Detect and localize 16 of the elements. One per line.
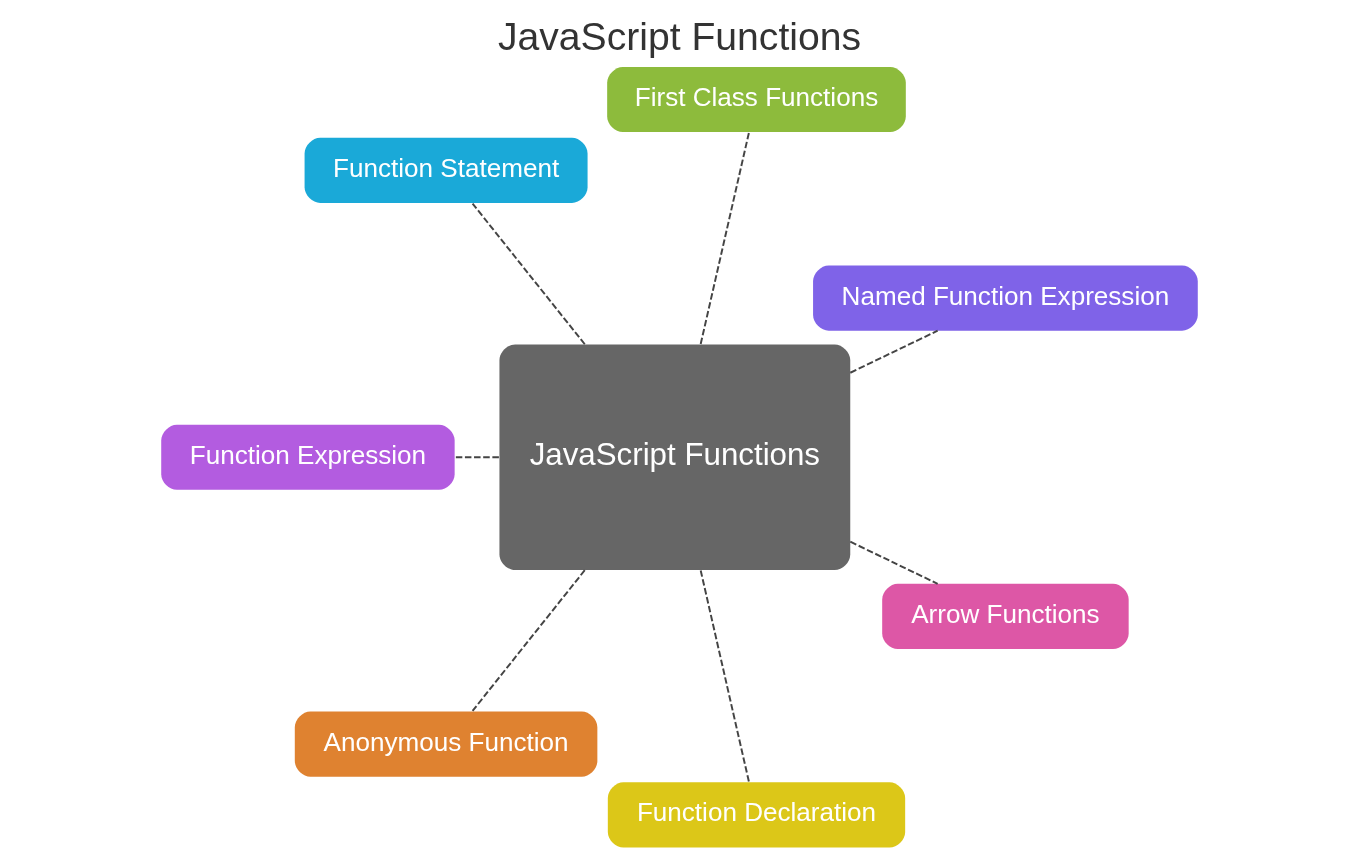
connector bbox=[699, 569, 750, 784]
node-box: Named Function Expression bbox=[812, 265, 1198, 331]
connector bbox=[848, 540, 939, 585]
node-box: JavaScript Functions bbox=[498, 344, 850, 571]
connector bbox=[453, 456, 500, 459]
connector bbox=[471, 202, 586, 346]
node-box: Function Statement bbox=[304, 137, 588, 203]
node-box: Anonymous Function bbox=[294, 711, 597, 777]
connector bbox=[471, 569, 586, 712]
connector bbox=[848, 329, 939, 374]
node-box: Function Expression bbox=[160, 424, 455, 490]
node-box: First Class Functions bbox=[606, 66, 906, 133]
node-box: Function Declaration bbox=[607, 782, 905, 848]
diagram-title: JavaScript Functions bbox=[497, 14, 861, 58]
connector bbox=[699, 131, 750, 346]
node-box: Arrow Functions bbox=[881, 583, 1129, 650]
